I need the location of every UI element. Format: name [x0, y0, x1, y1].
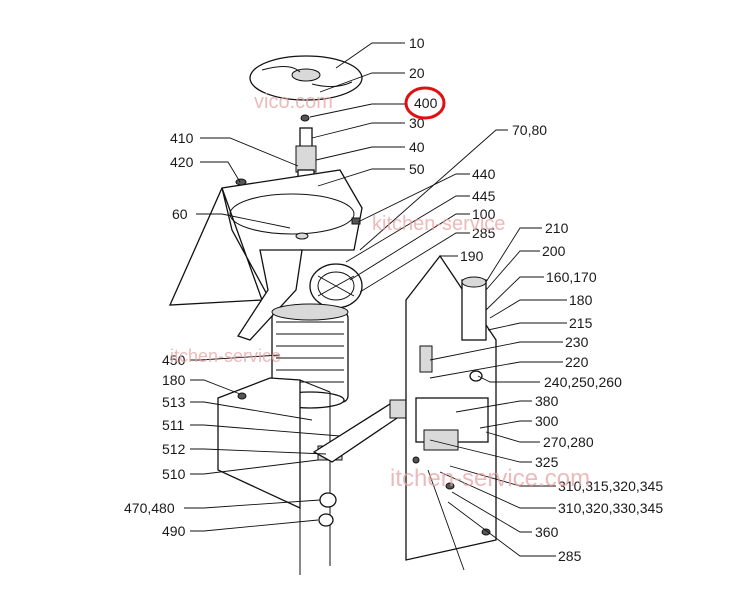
callout-360: 360 [535, 524, 559, 540]
callout-240-250-260: 240,250,260 [544, 374, 622, 390]
control-panel [405, 254, 497, 561]
leader-lines [184, 42, 567, 571]
callout-511: 511 [162, 417, 185, 433]
hopper-bowl [168, 169, 363, 341]
callout-215: 215 [569, 315, 593, 331]
support-bracket [312, 399, 409, 463]
callout-420: 420 [170, 154, 194, 170]
callout-100: 100 [472, 206, 496, 222]
callout-310-315-320-345: 310,315,320,345 [558, 478, 663, 494]
callout-200: 200 [542, 243, 566, 259]
callout-450: 450 [162, 352, 186, 368]
callout-60: 60 [172, 206, 188, 222]
callout-310-320-330-345: 310,320,330,345 [558, 500, 663, 516]
callout-270-280: 270,280 [543, 434, 594, 450]
callout-325: 325 [535, 454, 559, 470]
callout-380: 380 [535, 393, 559, 409]
callout-220: 220 [565, 354, 589, 370]
watermarks: vico.com kitchen-service itchen-service … [170, 91, 590, 492]
callout-10: 10 [409, 35, 425, 51]
callout-210: 210 [545, 220, 569, 236]
watermark-vico: vico.com [254, 91, 333, 113]
callout-180-right: 180 [569, 292, 593, 308]
callout-285-upper: 285 [472, 225, 496, 241]
callout-440: 440 [472, 166, 496, 182]
watermark-kitchen-service: kitchen-service [372, 213, 505, 235]
watermark-itchen-service-left: itchen-service [170, 346, 281, 366]
callout-20: 20 [409, 65, 425, 81]
callout-410: 410 [170, 130, 194, 146]
callout-285-lower: 285 [558, 548, 582, 564]
callout-490: 490 [162, 523, 186, 539]
callout-512: 512 [162, 441, 186, 457]
callout-230: 230 [565, 334, 589, 350]
callout-70-80: 70,80 [512, 122, 547, 138]
callout-513: 513 [162, 394, 186, 410]
callout-400: 400 [414, 95, 438, 111]
watermark-itchen-service-com: itchen-service.com [390, 465, 590, 492]
callout-160-170: 160,170 [546, 269, 597, 285]
callout-445: 445 [472, 188, 496, 204]
cutting-disc [249, 55, 363, 101]
callout-50: 50 [409, 161, 425, 177]
highlight-circle [404, 86, 446, 120]
ejector-wheel [309, 217, 363, 309]
callout-labels: 10 20 400 30 40 50 70,80 410 420 60 440 … [124, 35, 663, 564]
callout-470-480: 470,480 [124, 500, 175, 516]
callout-180-left: 180 [162, 372, 186, 388]
callout-190: 190 [460, 248, 484, 264]
callout-510: 510 [162, 466, 186, 482]
pin-part [300, 114, 310, 122]
callout-300: 300 [535, 413, 559, 429]
callout-40: 40 [409, 139, 425, 155]
